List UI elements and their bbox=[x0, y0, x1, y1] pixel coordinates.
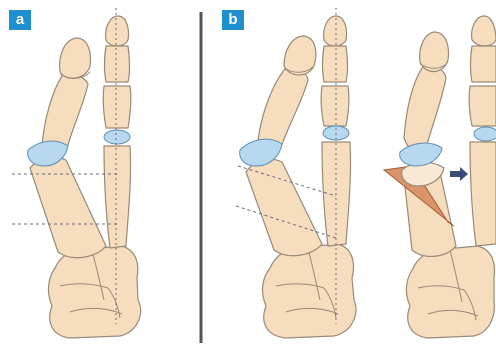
first-distal-phalanx-b1 bbox=[284, 36, 316, 75]
second-distal-phalanx-b2 bbox=[472, 16, 496, 46]
panel-b-foot-1 bbox=[236, 8, 356, 338]
second-proximal-phalanx-b1 bbox=[321, 86, 349, 126]
second-distal-phalanx-a bbox=[106, 16, 129, 46]
panel-label-a: a bbox=[9, 10, 31, 30]
second-middle-phalanx-b2 bbox=[471, 46, 496, 82]
panel-b-foot-2 bbox=[384, 16, 496, 338]
second-metatarsal-b2 bbox=[470, 142, 496, 246]
second-proximal-phalanx-b2 bbox=[469, 86, 496, 126]
correction-arrow-icon bbox=[450, 167, 468, 181]
second-middle-phalanx-b1 bbox=[323, 46, 348, 82]
first-metatarsal-b1 bbox=[246, 159, 322, 255]
first-metatarsal-a bbox=[30, 157, 106, 257]
tarsal-bones-b2 bbox=[406, 246, 494, 338]
second-mtp-cartilage-a bbox=[104, 130, 130, 144]
second-distal-phalanx-b1 bbox=[324, 16, 347, 46]
second-middle-phalanx-a bbox=[105, 46, 130, 82]
first-proximal-phalanx-b2 bbox=[404, 66, 446, 150]
second-metatarsal-a bbox=[104, 146, 131, 248]
panel-a bbox=[12, 8, 141, 338]
first-mtp-cartilage-b2 bbox=[400, 143, 442, 166]
panel-label-b: b bbox=[222, 10, 244, 30]
tarsal-bones-b1 bbox=[263, 244, 356, 338]
first-distal-phalanx-a bbox=[60, 38, 91, 78]
second-mtp-cartilage-b2 bbox=[474, 127, 496, 141]
second-proximal-phalanx-a bbox=[103, 86, 131, 128]
